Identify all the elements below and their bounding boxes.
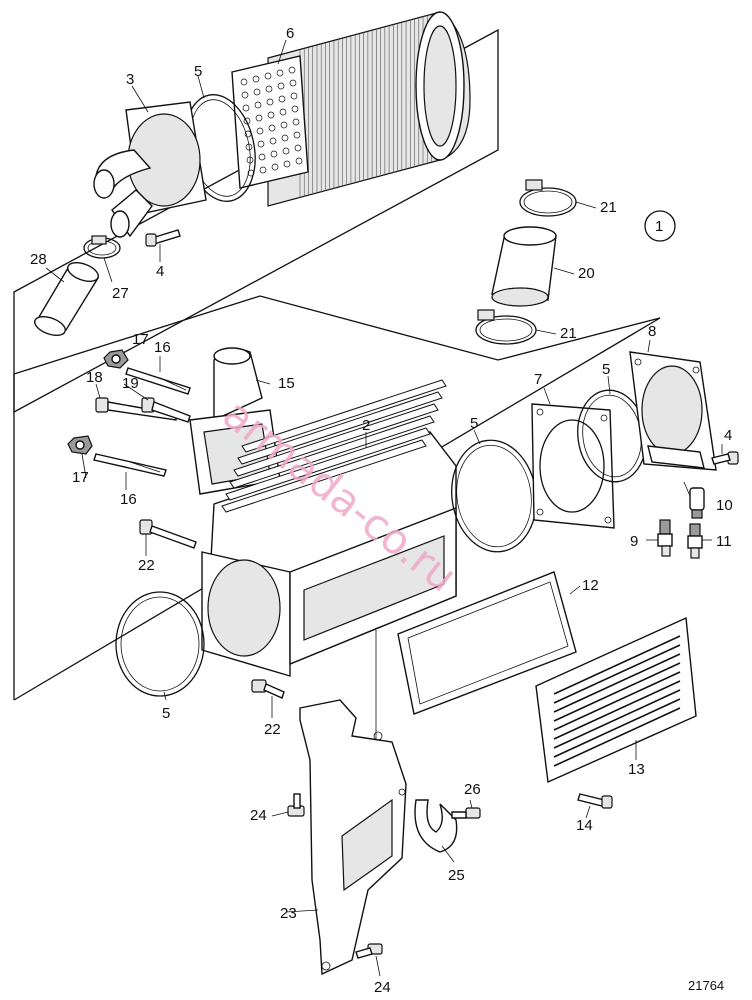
cover-13 [535,616,697,784]
nut-17-lower [67,435,93,455]
bolt-14 [577,793,613,809]
callout-20: 20 [578,265,595,282]
callout-6: 6 [286,25,294,42]
bolt-4-upper [145,229,181,247]
callout-17-upper: 17 [132,331,149,348]
group-badge: 1 [644,210,676,242]
callout-19: 19 [122,375,139,392]
callout-28: 28 [30,251,47,268]
callout-10: 10 [716,497,733,514]
gasket-7 [531,403,615,529]
callout-4-upper: 4 [156,263,164,280]
callout-24-upper: 24 [250,807,267,824]
callout-4-right: 4 [724,427,732,444]
bolt-4-lower [711,451,739,465]
bolt-26 [451,807,481,819]
callout-2: 2 [362,417,370,434]
gasket-12 [397,571,577,715]
callout-27: 27 [112,285,129,302]
bolt-19 [141,397,191,423]
bolt-24-upper [287,793,305,817]
callout-26: 26 [464,781,481,798]
stud-16-lower [93,453,167,477]
group-badge-number: 1 [655,218,663,235]
callout-7: 7 [534,371,542,388]
callout-17-lower: 17 [72,469,89,486]
callout-14: 14 [576,817,593,834]
stud-16-upper [125,367,191,395]
hose-clamp-21-top [519,179,577,217]
callout-24-lower: 24 [374,979,391,996]
fitting-9 [657,519,673,557]
callout-5-upper: 5 [194,63,202,80]
hose-clamp-27 [83,235,121,259]
callout-5-left: 5 [162,705,170,722]
callout-16-upper: 16 [154,339,171,356]
callout-18: 18 [86,369,103,386]
callout-22-upper: 22 [138,557,155,574]
callout-13: 13 [628,761,645,778]
bolt-22-lower [251,679,285,699]
fitting-11 [687,523,703,559]
nut-17-upper [103,349,129,369]
callout-5-mid: 5 [470,415,478,432]
bolt-24-lower [355,943,383,959]
hose-20 [491,226,557,307]
callout-11: 11 [716,533,732,550]
sensor-10 [689,487,705,519]
callout-8: 8 [648,323,656,340]
o-ring-mid [451,439,537,553]
end-cover-8 [629,351,717,471]
callout-21-upper: 21 [600,199,617,216]
callout-23: 23 [280,905,297,922]
clamp-25 [414,799,458,853]
callout-16-lower: 16 [120,491,137,508]
callout-labels: 2 3 4 4 5 5 5 5 6 7 8 9 10 11 12 13 14 1… [30,25,733,996]
callout-12: 12 [582,577,599,594]
callout-15: 15 [278,375,295,392]
callout-3: 3 [126,71,134,88]
intercooler-body [201,379,457,677]
air-filter-element [231,11,471,207]
callout-5-right: 5 [602,361,610,378]
callout-25: 25 [448,867,465,884]
callout-9: 9 [630,533,638,550]
o-ring-left [115,591,205,697]
callout-22-lower: 22 [264,721,281,738]
bracket-23 [299,699,407,976]
leader-lines [45,39,723,977]
reference-number: 21764 [688,978,724,993]
callout-21-lower: 21 [560,325,577,342]
bolt-22-upper [139,519,197,549]
lower-panel-frame [13,295,661,701]
filter-housing [93,101,207,238]
hose-28 [34,262,100,336]
hose-clamp-21-bottom [475,309,537,345]
